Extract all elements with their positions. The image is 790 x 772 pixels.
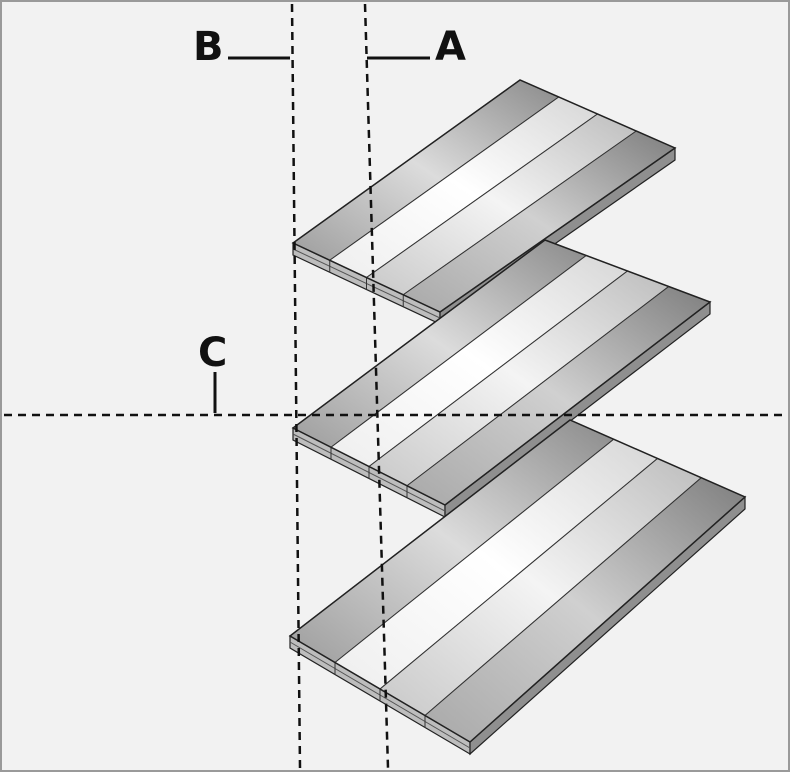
panel-outline (291, 239, 712, 506)
label-c: C (198, 330, 227, 376)
label-a: A (435, 24, 466, 70)
reference-line-a (363, 3, 390, 769)
label-b: B (193, 24, 224, 70)
panel-outline (288, 419, 747, 743)
floor-panel-3 (288, 419, 747, 756)
floor-panels (288, 79, 747, 756)
reference-line-b (290, 3, 302, 769)
floor-panel-1 (291, 79, 677, 326)
panel-outline (291, 79, 677, 313)
